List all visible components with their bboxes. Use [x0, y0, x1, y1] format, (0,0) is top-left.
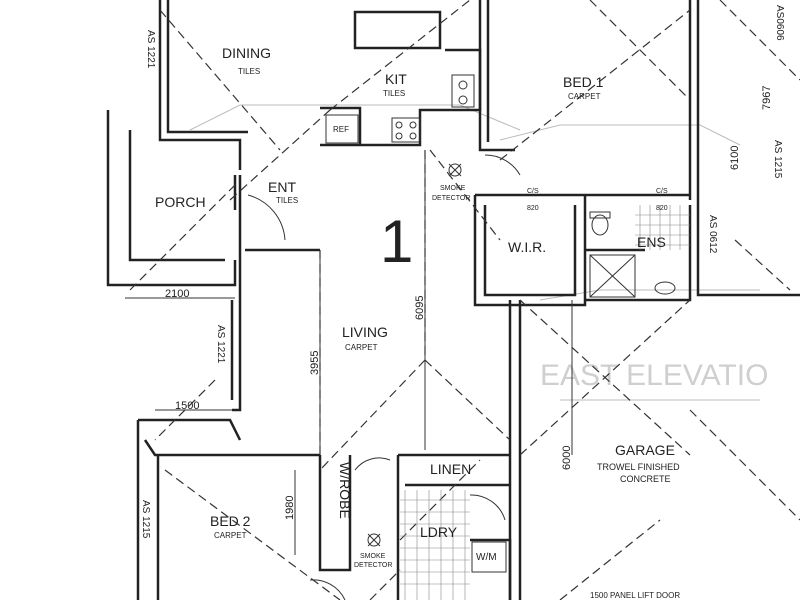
room-labels: DINING TILES KIT TILES REF BED 1 CARPET … [155, 45, 680, 563]
ens-floor-tiles [635, 205, 690, 250]
cs-label-2: C/S [656, 188, 668, 195]
room-porch-label: PORCH [155, 194, 206, 210]
room-bed1-finish: CARPET [568, 92, 601, 101]
room-ldry-label: LDRY [420, 524, 458, 540]
window-tags: AS 1221 AS 1221 AS 1215 AS 1215 AS 0612 … [140, 5, 785, 539]
room-living-finish: CARPET [345, 343, 378, 352]
smoke-detector-icon [367, 533, 381, 547]
dim-porch-width: 2100 [165, 288, 189, 300]
dim-bed1-depth: 6100 [729, 146, 741, 170]
room-ent-label: ENT [268, 179, 296, 195]
dim-garage-depth: 6000 [561, 446, 573, 470]
background-elevation-sketch: EAST ELEVATIO [189, 104, 768, 401]
dimension-text: 2100 1500 3955 6095 6000 6100 7967 1980 [165, 86, 773, 520]
room-linen-label: LINEN [430, 461, 471, 477]
dim-bed2-offset: 1500 [175, 400, 199, 412]
cs-label-1: C/S [527, 188, 539, 195]
bed2-door-swing [309, 579, 346, 600]
door-width-1: 820 [527, 205, 539, 212]
room-wm-label: W/M [476, 552, 497, 563]
room-kit-label: KIT [385, 71, 407, 87]
room-garage-finish-2: CONCRETE [620, 474, 671, 484]
window-tag-ens: AS 0612 [707, 215, 718, 254]
ldry-door-swing [469, 494, 506, 521]
dim-overall: 7967 [761, 86, 773, 110]
room-bed1-label: BED 1 [563, 74, 604, 90]
room-garage-finish-1: TROWEL FINISHED [597, 462, 680, 472]
fixtures [247, 74, 690, 600]
smoke1-line2: DETECTOR [432, 195, 470, 202]
room-ent-finish: TILES [276, 196, 298, 205]
smoke2-line2: DETECTOR [354, 562, 392, 569]
bottom-note: 1500 PANEL LIFT DOOR [590, 591, 680, 600]
room-ens-label: ENS [637, 234, 666, 250]
dim-living-height: 3955 [309, 351, 321, 375]
dimension-lines [125, 155, 573, 555]
toilet-icon [591, 214, 609, 236]
door-width-2: 820 [656, 205, 668, 212]
room-bed2-label: BED 2 [210, 513, 251, 529]
window-tag-bed1: AS 1215 [772, 140, 783, 179]
wrobe-door-swing [354, 457, 391, 471]
fixture-notes: SMOKE DETECTOR SMOKE DETECTOR C/S 820 C/… [354, 185, 668, 569]
ldry-floor-tiles [400, 490, 470, 600]
cooktop-icon [391, 117, 421, 143]
smoke1-line1: SMOKE [440, 185, 466, 192]
washing-machine-box [471, 541, 507, 573]
room-kit-finish: TILES [383, 89, 405, 98]
watermark-text: EAST ELEVATIO [540, 359, 768, 392]
room-dining-label: DINING [222, 45, 271, 61]
kitchen-sink-icon [451, 74, 475, 108]
dim-living-depth: 6095 [414, 296, 426, 320]
window-tag-dining: AS 1221 [145, 30, 156, 69]
room-dining-finish: TILES [238, 67, 260, 76]
room-wir-label: W.I.R. [508, 239, 546, 255]
basin-icon [654, 281, 676, 295]
dim-bed2: 1980 [284, 496, 296, 520]
room-garage-label: GARAGE [615, 442, 675, 458]
plan-number: 1 [380, 208, 413, 275]
room-wrobe-label: W/ROBE [337, 462, 353, 519]
ref-label: REF [333, 125, 349, 134]
room-living-label: LIVING [342, 324, 388, 340]
fridge-space [325, 114, 359, 144]
entry-door-swing [247, 194, 286, 241]
shower-icon [589, 254, 636, 298]
window-tag-right: AS0606 [774, 5, 785, 41]
walls [106, 0, 800, 600]
smoke2-line1: SMOKE [360, 553, 386, 560]
window-tag-porch: AS 1221 [215, 325, 226, 364]
window-tag-bed2: AS 1215 [140, 500, 151, 539]
room-bed2-finish: CARPET [214, 531, 247, 540]
bed1-door-swing [484, 154, 521, 176]
smoke-detector-icon [448, 163, 462, 177]
